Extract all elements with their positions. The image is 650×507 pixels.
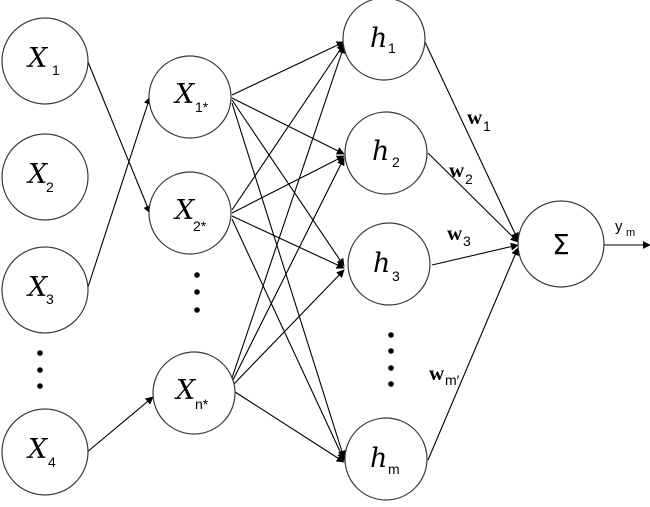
input-node-x2-main: X [26,159,49,190]
selected-node-x2star-main: X [173,195,196,226]
edge-x1star-h1 [231,41,345,96]
weight-label-w2: w 2 [449,158,473,187]
edge-x2star-h3 [231,215,345,269]
input-node-x3: X 3 [1,246,89,334]
weight-label-w1: w 1 [467,105,491,134]
edge-xnstar-h1 [231,45,346,379]
weight-label-w3-main: w [447,221,463,245]
weight-label-w2-sub: 2 [465,171,473,187]
edge-x2star-hm [231,218,345,461]
hidden-node-hm: h m [344,417,428,501]
hidden-node-h2-main: h [372,136,389,167]
input-node-x1-sub: 1 [52,62,60,78]
input-node-x2: X 2 [1,133,89,221]
input-to-selected-edges [85,61,154,454]
weight-label-wm-sub: m′ [445,372,460,388]
weight-label-wm: w m′ [429,361,460,388]
edge-xnstar-hm [231,389,345,463]
hidden-node-h1: h 1 [342,0,426,81]
edge-xnstar-h2 [231,157,345,383]
hidden-to-sum-edges [423,39,519,461]
hidden-node-h1-main: h [370,23,387,54]
weight-label-w1-sub: 1 [483,118,491,134]
weight-label-w3-sub: 3 [463,233,471,249]
hidden-node-h1-sub: 1 [388,40,396,56]
edge-x2star-h2 [231,155,345,214]
output-label-sub: m [626,227,635,239]
edge-x1star-h3 [231,99,345,267]
selected-node-x2star-sub: 2* [193,218,207,234]
selected-node-x1star-sub: 1* [195,99,209,115]
edge-x3-x1star [87,96,152,288]
edge-x4-xnstar [85,396,154,454]
hidden-ellipsis [388,332,394,387]
edge-xnstar-h3 [231,269,345,387]
input-node-x1: X 1 [1,17,89,105]
output-label: y m [615,218,635,239]
input-node-x1-main: X [26,43,49,74]
selected-node-x2star: X 2* [148,171,232,255]
hidden-node-hm-sub: m [388,461,400,477]
edge-h1-sum [423,39,519,241]
output-label-main: y [615,218,623,235]
edge-x1-x2star [87,61,151,214]
edge-h3-sum [431,242,519,266]
hidden-node-hm-main: h [370,443,387,474]
hidden-node-h2: h 2 [344,111,428,195]
edge-x1star-hm [231,102,346,459]
sum-node: Σ [517,200,605,288]
weight-label-wm-main: w [429,361,445,385]
selected-ellipsis [194,272,200,313]
selected-node-x1star: X 1* [148,55,232,139]
hidden-node-h3-sub: 3 [392,268,400,284]
input-node-x3-main: X [26,272,49,303]
hidden-node-h3: h 3 [347,222,431,306]
input-node-x4: X 4 [1,408,89,496]
weight-label-w2-main: w [449,158,465,182]
hidden-node-h3-main: h [373,248,390,279]
selected-to-hidden-edges [231,41,346,463]
input-ellipsis [37,350,43,389]
input-node-x4-main: X [26,434,49,465]
edge-x1star-h2 [231,97,345,155]
hidden-node-h2-sub: 2 [392,154,400,170]
selected-node-x1star-main: X [173,79,196,110]
input-node-x3-sub: 3 [46,291,54,307]
selected-node-xnstar: X n* [152,351,236,435]
edge-x2star-h1 [231,43,345,211]
input-node-x4-sub: 4 [48,454,56,470]
weight-label-w3: w 3 [447,221,471,249]
selected-node-xnstar-sub: n* [195,396,209,412]
selected-node-xnstar-main: X [174,375,197,406]
sigma-symbol: Σ [552,228,570,261]
input-node-x2-sub: 2 [46,179,54,195]
weight-label-w1-main: w [467,105,483,129]
edge-h2-sum [427,152,519,243]
edge-hm-sum [427,247,519,461]
